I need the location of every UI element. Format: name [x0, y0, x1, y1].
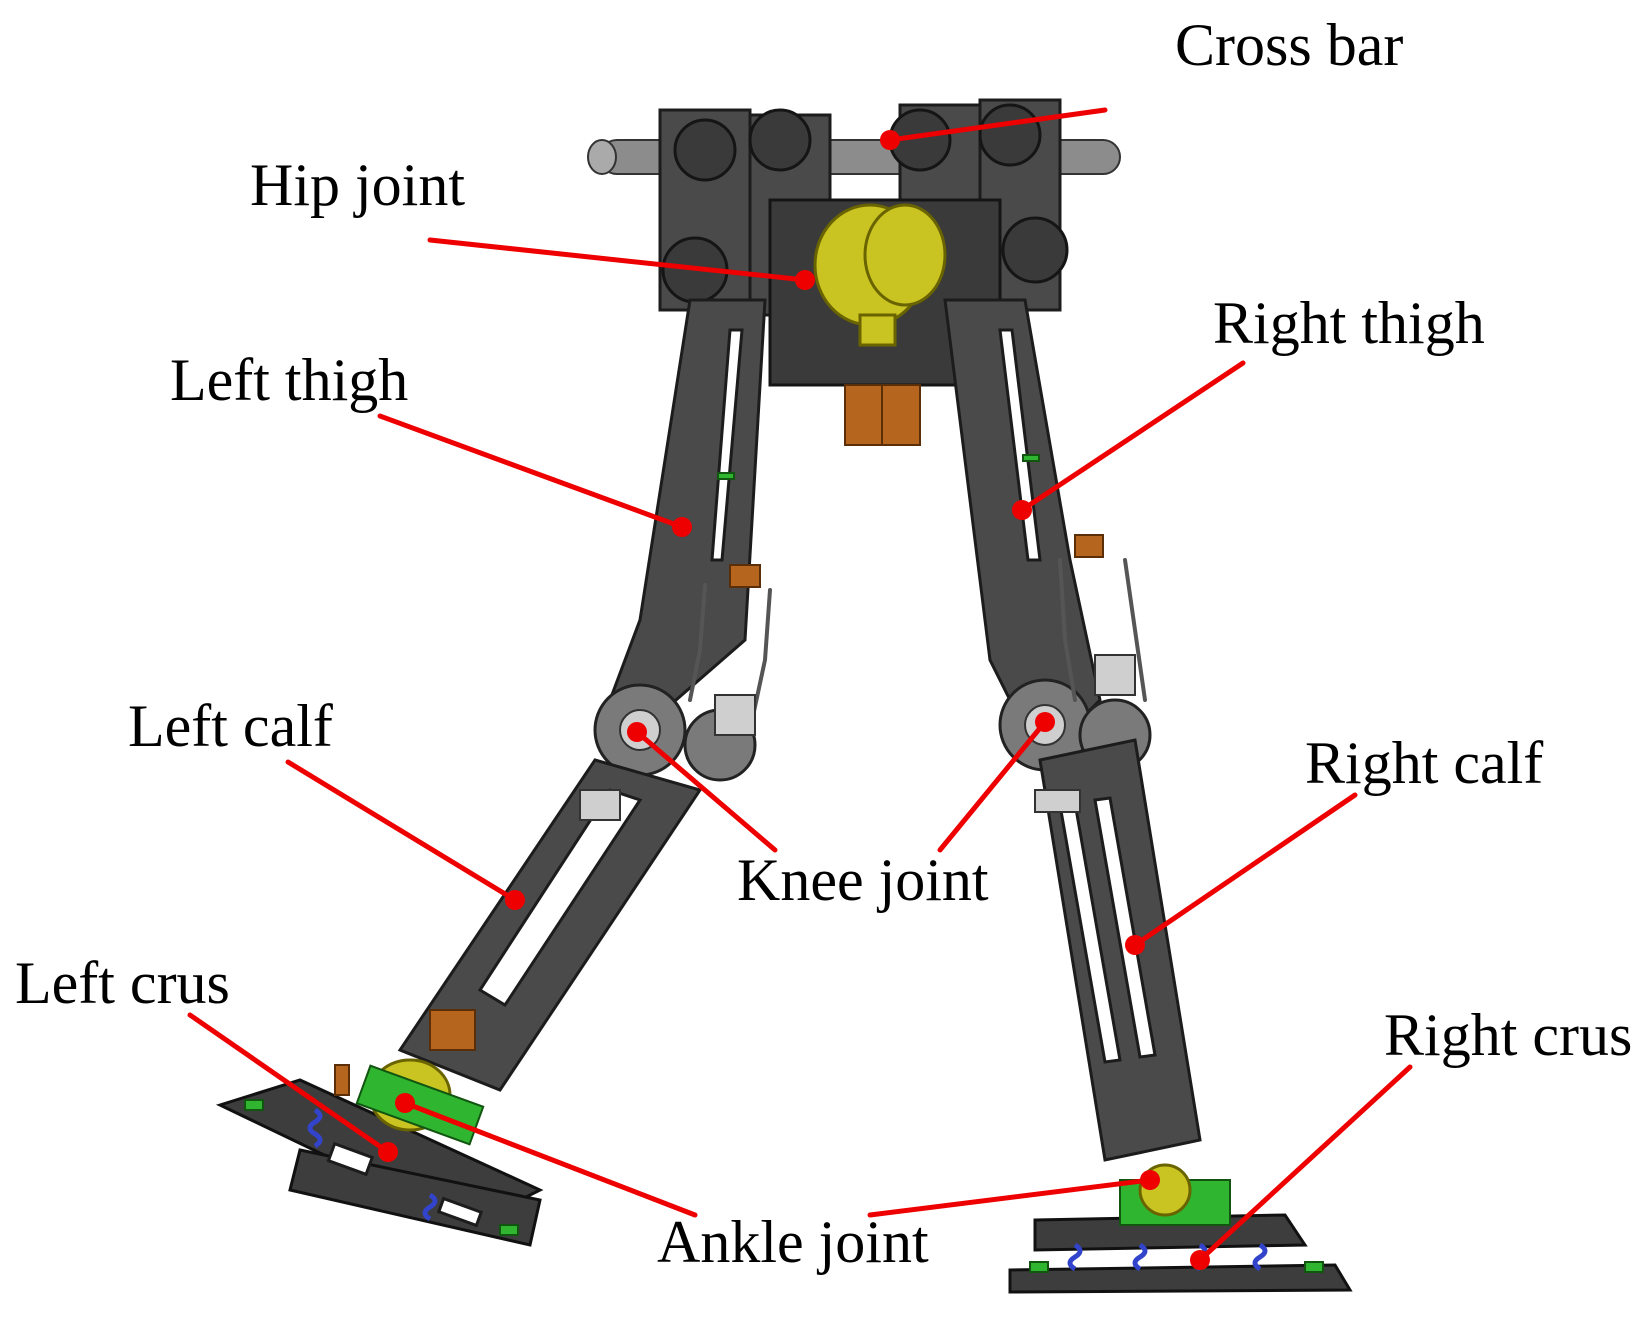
left-calf-link [397, 758, 703, 1092]
dot-left-thigh [672, 517, 692, 537]
label-right-calf: Right calf [1305, 730, 1543, 796]
leader-hip-joint [427, 237, 808, 283]
leader-right-crus [1197, 1064, 1413, 1263]
dot-ankle-left [395, 1093, 415, 1113]
leader-knee-right [937, 719, 1048, 853]
label-ankle-joint: Ankle joint [657, 1209, 929, 1275]
dot-left-calf [505, 890, 525, 910]
leader-cross-bar [887, 107, 1108, 143]
label-cross-bar: Cross bar [1175, 12, 1403, 78]
hip-gear [813, 203, 947, 347]
leader-left-thigh [377, 413, 685, 530]
label-left-thigh: Left thigh [170, 347, 408, 413]
label-knee-joint: Knee joint [737, 847, 989, 913]
labels: Cross bar Hip joint Right thigh Left thi… [15, 12, 1632, 1275]
label-left-calf: Left calf [128, 693, 333, 759]
label-right-thigh: Right thigh [1213, 290, 1485, 356]
leader-left-crus [187, 1012, 391, 1155]
leader-ankle-right [867, 1177, 1153, 1218]
label-left-crus: Left crus [15, 950, 230, 1016]
leader-right-thigh [1019, 360, 1246, 513]
dot-right-calf [1125, 935, 1145, 955]
right-calf-link [1034, 738, 1202, 1162]
dot-hip-joint [795, 270, 815, 290]
dot-left-crus [378, 1142, 398, 1162]
dot-cross-bar [880, 130, 900, 150]
hip-motor [844, 384, 921, 446]
label-hip-joint: Hip joint [250, 152, 465, 218]
label-right-crus: Right crus [1384, 1002, 1632, 1068]
leader-lines [187, 107, 1413, 1270]
leader-knee-left [634, 729, 778, 853]
dot-knee-right [1035, 712, 1055, 732]
dot-right-crus [1190, 1250, 1210, 1270]
leader-right-calf [1132, 792, 1358, 948]
leader-ankle-left [402, 1100, 698, 1218]
dot-right-thigh [1012, 500, 1032, 520]
leader-left-calf [285, 759, 518, 903]
dot-knee-left [627, 722, 647, 742]
dot-ankle-right [1140, 1170, 1160, 1190]
right-foot [1008, 1163, 1353, 1294]
